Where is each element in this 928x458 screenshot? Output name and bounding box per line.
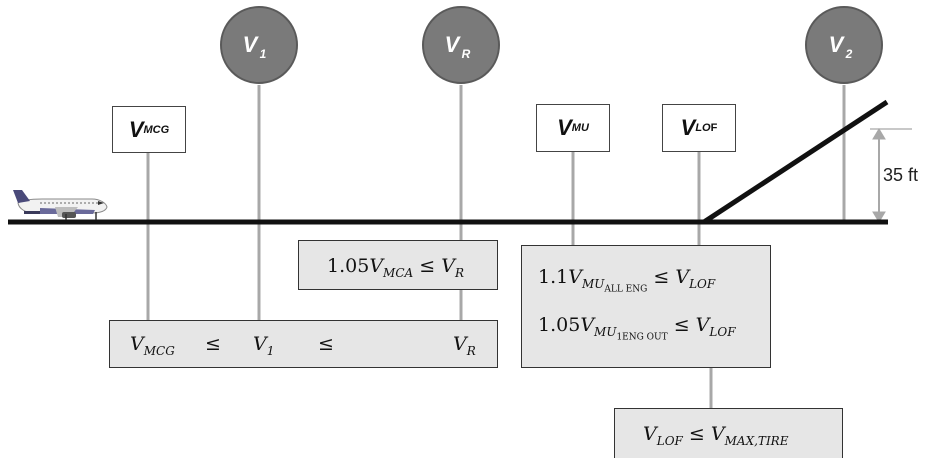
lof2-sub: MU [594,324,617,339]
chain-op1: ≤ [205,333,221,355]
vr-constraint-op: ≤ [419,255,436,277]
vmcg-label-main: V [128,116,144,142]
lof2-v: V [580,314,595,336]
chain-op2: ≤ [318,333,334,355]
chain-t1: V [130,333,144,355]
lof2-subsub: 1ENG OUT [616,332,668,343]
tire-op: ≤ [688,423,705,445]
tire-v: V [643,423,657,445]
connector-lines [146,85,912,408]
chain-t3: V [453,333,467,355]
chain-term-v1: V1 [253,333,274,358]
tire-rhs-v: V [710,423,725,445]
lof2-rhs-v: V [695,314,710,336]
lof-constraint-box: 1.1VMUALL ENG ≤ VLOF 1.05VMU1ENG OUT ≤ V… [521,245,771,368]
vlof-label-sub-plain: F [710,122,718,134]
lof2-op: ≤ [673,314,690,336]
lof-line2: 1.05VMU1ENG OUT ≤ VLOF [538,314,736,342]
v2-circle-main: V [829,32,846,57]
vr-marker: V R [422,6,500,84]
vlof-label-sub-italic: LO [695,122,711,134]
lof2-rhs-sub: LOF [709,324,736,339]
lof1-subsub: ALL ENG [604,284,648,295]
speed-chain-box: VMCG ≤ V1 ≤ VR [109,320,498,368]
vr-circle-main: V [445,32,462,57]
chain-t1-sub: MCG [143,343,175,358]
vr-constraint-coef: 1.05 [327,255,370,277]
vlof-label-main: V [680,115,696,140]
lof1-sub: MU [581,276,605,291]
altitude-label: 35 ft [883,165,918,185]
chain-t2: V [253,333,267,355]
lof1-rhs-sub: LOF [689,276,716,291]
tire-sub: LOF [656,433,683,448]
vr-constraint-sub: MCA [383,265,414,280]
altitude-arrow [872,128,886,223]
chain-t2-sub: 1 [266,343,275,358]
lof2-coef: 1.05 [538,314,581,336]
lof-line1: 1.1VMUALL ENG ≤ VLOF [538,266,715,294]
vr-constraint-v: V [369,255,384,277]
lof1-v: V [568,266,582,288]
climb-path [702,99,889,225]
chain-term-vr: VR [453,333,476,358]
vmu-label-sub: MU [571,122,589,134]
vmcg-label-sub: MCG [143,123,170,136]
v1-circle-main: V [243,32,260,57]
vr-constraint-rhs-sub: R [454,265,464,280]
v2-circle-sub: 2 [845,47,853,61]
chain-term-vmcg: VMCG [130,333,175,358]
v2-circle [805,6,883,84]
tire-constraint-box: VLOF ≤ VMAX,TIRE [614,408,843,458]
vr-circle-sub: R [462,47,471,61]
v2-marker: V 2 [805,6,883,84]
v1-circle-sub: 1 [260,47,267,61]
lof1-op: ≤ [653,266,670,288]
v1-marker: V 1 [220,6,298,84]
vlof-label-sub: LOF [695,122,717,134]
vmu-label-main: V [557,115,572,140]
tire-rhs-sub: MAX,TIRE [724,433,789,448]
v1-circle [220,6,298,84]
lof1-coef: 1.1 [538,266,569,288]
chain-t3-sub: R [466,343,476,358]
lof1-rhs-v: V [675,266,690,288]
vr-circle [422,6,500,84]
airplane-icon [13,190,108,220]
tire-constraint-text: VLOF ≤ VMAX,TIRE [643,423,788,448]
vr-constraint-box: 1.05VMCA ≤ VR [298,240,498,290]
vr-constraint-text: 1.05VMCA ≤ VR [327,255,464,280]
vr-constraint-rhs-v: V [441,255,455,277]
